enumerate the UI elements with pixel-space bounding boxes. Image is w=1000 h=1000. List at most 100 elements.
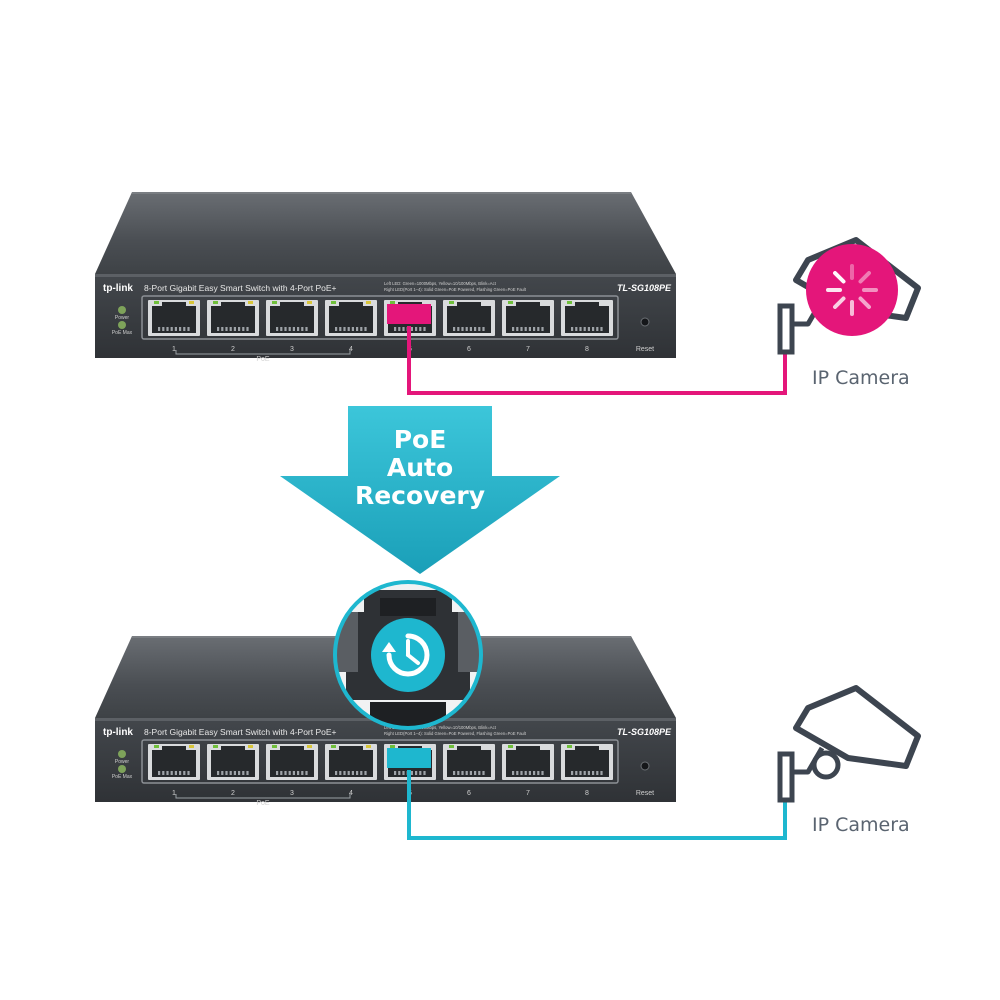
camera-label-top: IP Camera <box>812 367 910 389</box>
port-latch <box>575 746 599 752</box>
port-led-right <box>366 301 371 304</box>
switch-top-lid <box>95 192 676 274</box>
port-pin <box>297 771 300 775</box>
reset-label: Reset <box>636 790 654 797</box>
camera-wall-mount <box>777 303 795 355</box>
poe-max-label: PoE Max <box>112 774 133 780</box>
port-pin <box>419 771 422 775</box>
port-pin <box>360 771 363 775</box>
port-pin <box>301 327 304 331</box>
ethernet-port <box>443 744 495 780</box>
brand-logo: tp-link <box>103 283 133 294</box>
port-latch <box>339 302 363 308</box>
port-pin <box>419 327 422 331</box>
port-led-right <box>307 301 312 304</box>
ethernet-port <box>266 300 318 336</box>
port-led-left <box>390 745 395 748</box>
port-led-left <box>508 745 513 748</box>
ethernet-port <box>561 744 613 780</box>
port-pin <box>461 327 464 331</box>
port-pin <box>524 771 527 775</box>
port-number: 6 <box>467 790 471 797</box>
connected-plug <box>387 304 431 324</box>
camera-body <box>793 685 921 769</box>
port-pin <box>305 771 308 775</box>
port-pin <box>541 771 544 775</box>
port-pin <box>512 771 515 775</box>
port-pin <box>162 327 165 331</box>
port-pin <box>415 327 418 331</box>
port-latch <box>457 746 481 752</box>
port-latch <box>339 746 363 752</box>
port-latch <box>162 302 186 308</box>
poe-max-led <box>118 321 126 329</box>
reset-button[interactable] <box>640 317 650 327</box>
port-pin <box>343 771 346 775</box>
port-pin <box>242 327 245 331</box>
port-pin <box>571 771 574 775</box>
ethernet-port <box>148 744 200 780</box>
port-led-right <box>366 745 371 748</box>
port-pin <box>537 327 540 331</box>
port-pin <box>457 771 460 775</box>
port-pin <box>217 771 220 775</box>
reset-button[interactable] <box>640 761 650 771</box>
port-pin <box>297 327 300 331</box>
port-led-left <box>449 745 454 748</box>
port-pin <box>453 771 456 775</box>
port-pin <box>394 771 397 775</box>
port-pin <box>579 327 582 331</box>
spinner-tick <box>833 296 846 309</box>
model-label: TL-SG108PE <box>617 283 672 293</box>
arrow-line-1: PoE <box>394 425 447 454</box>
port-pin <box>541 327 544 331</box>
ethernet-port <box>443 300 495 336</box>
port-pin <box>469 327 472 331</box>
port-number: 6 <box>467 346 471 353</box>
port-pin <box>482 771 485 775</box>
port-led-left <box>390 301 395 304</box>
port-led-left <box>567 301 572 304</box>
port-pin <box>284 771 287 775</box>
port-pin <box>179 771 182 775</box>
led-legend-line-2: Right LED(Port 1–4): Solid Green=PoE Pow… <box>384 287 527 292</box>
port-led-left <box>449 301 454 304</box>
port-latch <box>516 302 540 308</box>
port-latch <box>280 746 304 752</box>
port-pin <box>575 771 578 775</box>
port-pin <box>410 327 413 331</box>
port-number: 7 <box>526 346 530 353</box>
port-pin <box>347 771 350 775</box>
power-led <box>118 306 126 314</box>
port-number: 2 <box>231 790 235 797</box>
spinner-tick <box>858 271 871 284</box>
port-pin <box>398 327 401 331</box>
port-pin <box>402 327 405 331</box>
port-led-left <box>154 745 159 748</box>
power-led <box>118 750 126 758</box>
ethernet-port <box>325 300 377 336</box>
port-pin <box>423 771 426 775</box>
port-frame <box>141 295 619 340</box>
port-pin <box>183 327 186 331</box>
port-pin <box>187 327 190 331</box>
ethernet-port <box>207 300 259 336</box>
port-latch <box>575 302 599 308</box>
port-pin <box>600 327 603 331</box>
port-pin <box>158 327 161 331</box>
power-label: Power <box>115 315 130 321</box>
port-pin <box>158 771 161 775</box>
port-pin <box>166 327 169 331</box>
port-pin <box>469 771 472 775</box>
port-led-right <box>248 301 253 304</box>
port-pin <box>225 771 228 775</box>
connected-plug <box>387 748 431 768</box>
port-pin <box>229 327 232 331</box>
port-pin <box>583 771 586 775</box>
port-pin <box>276 327 279 331</box>
connection-line-bottom <box>407 770 787 840</box>
led-legend-line-2: Right LED(Port 1–4): Solid Green=PoE Pow… <box>384 731 527 736</box>
ethernet-port <box>148 300 200 336</box>
port-pin <box>394 327 397 331</box>
port-pin <box>280 327 283 331</box>
